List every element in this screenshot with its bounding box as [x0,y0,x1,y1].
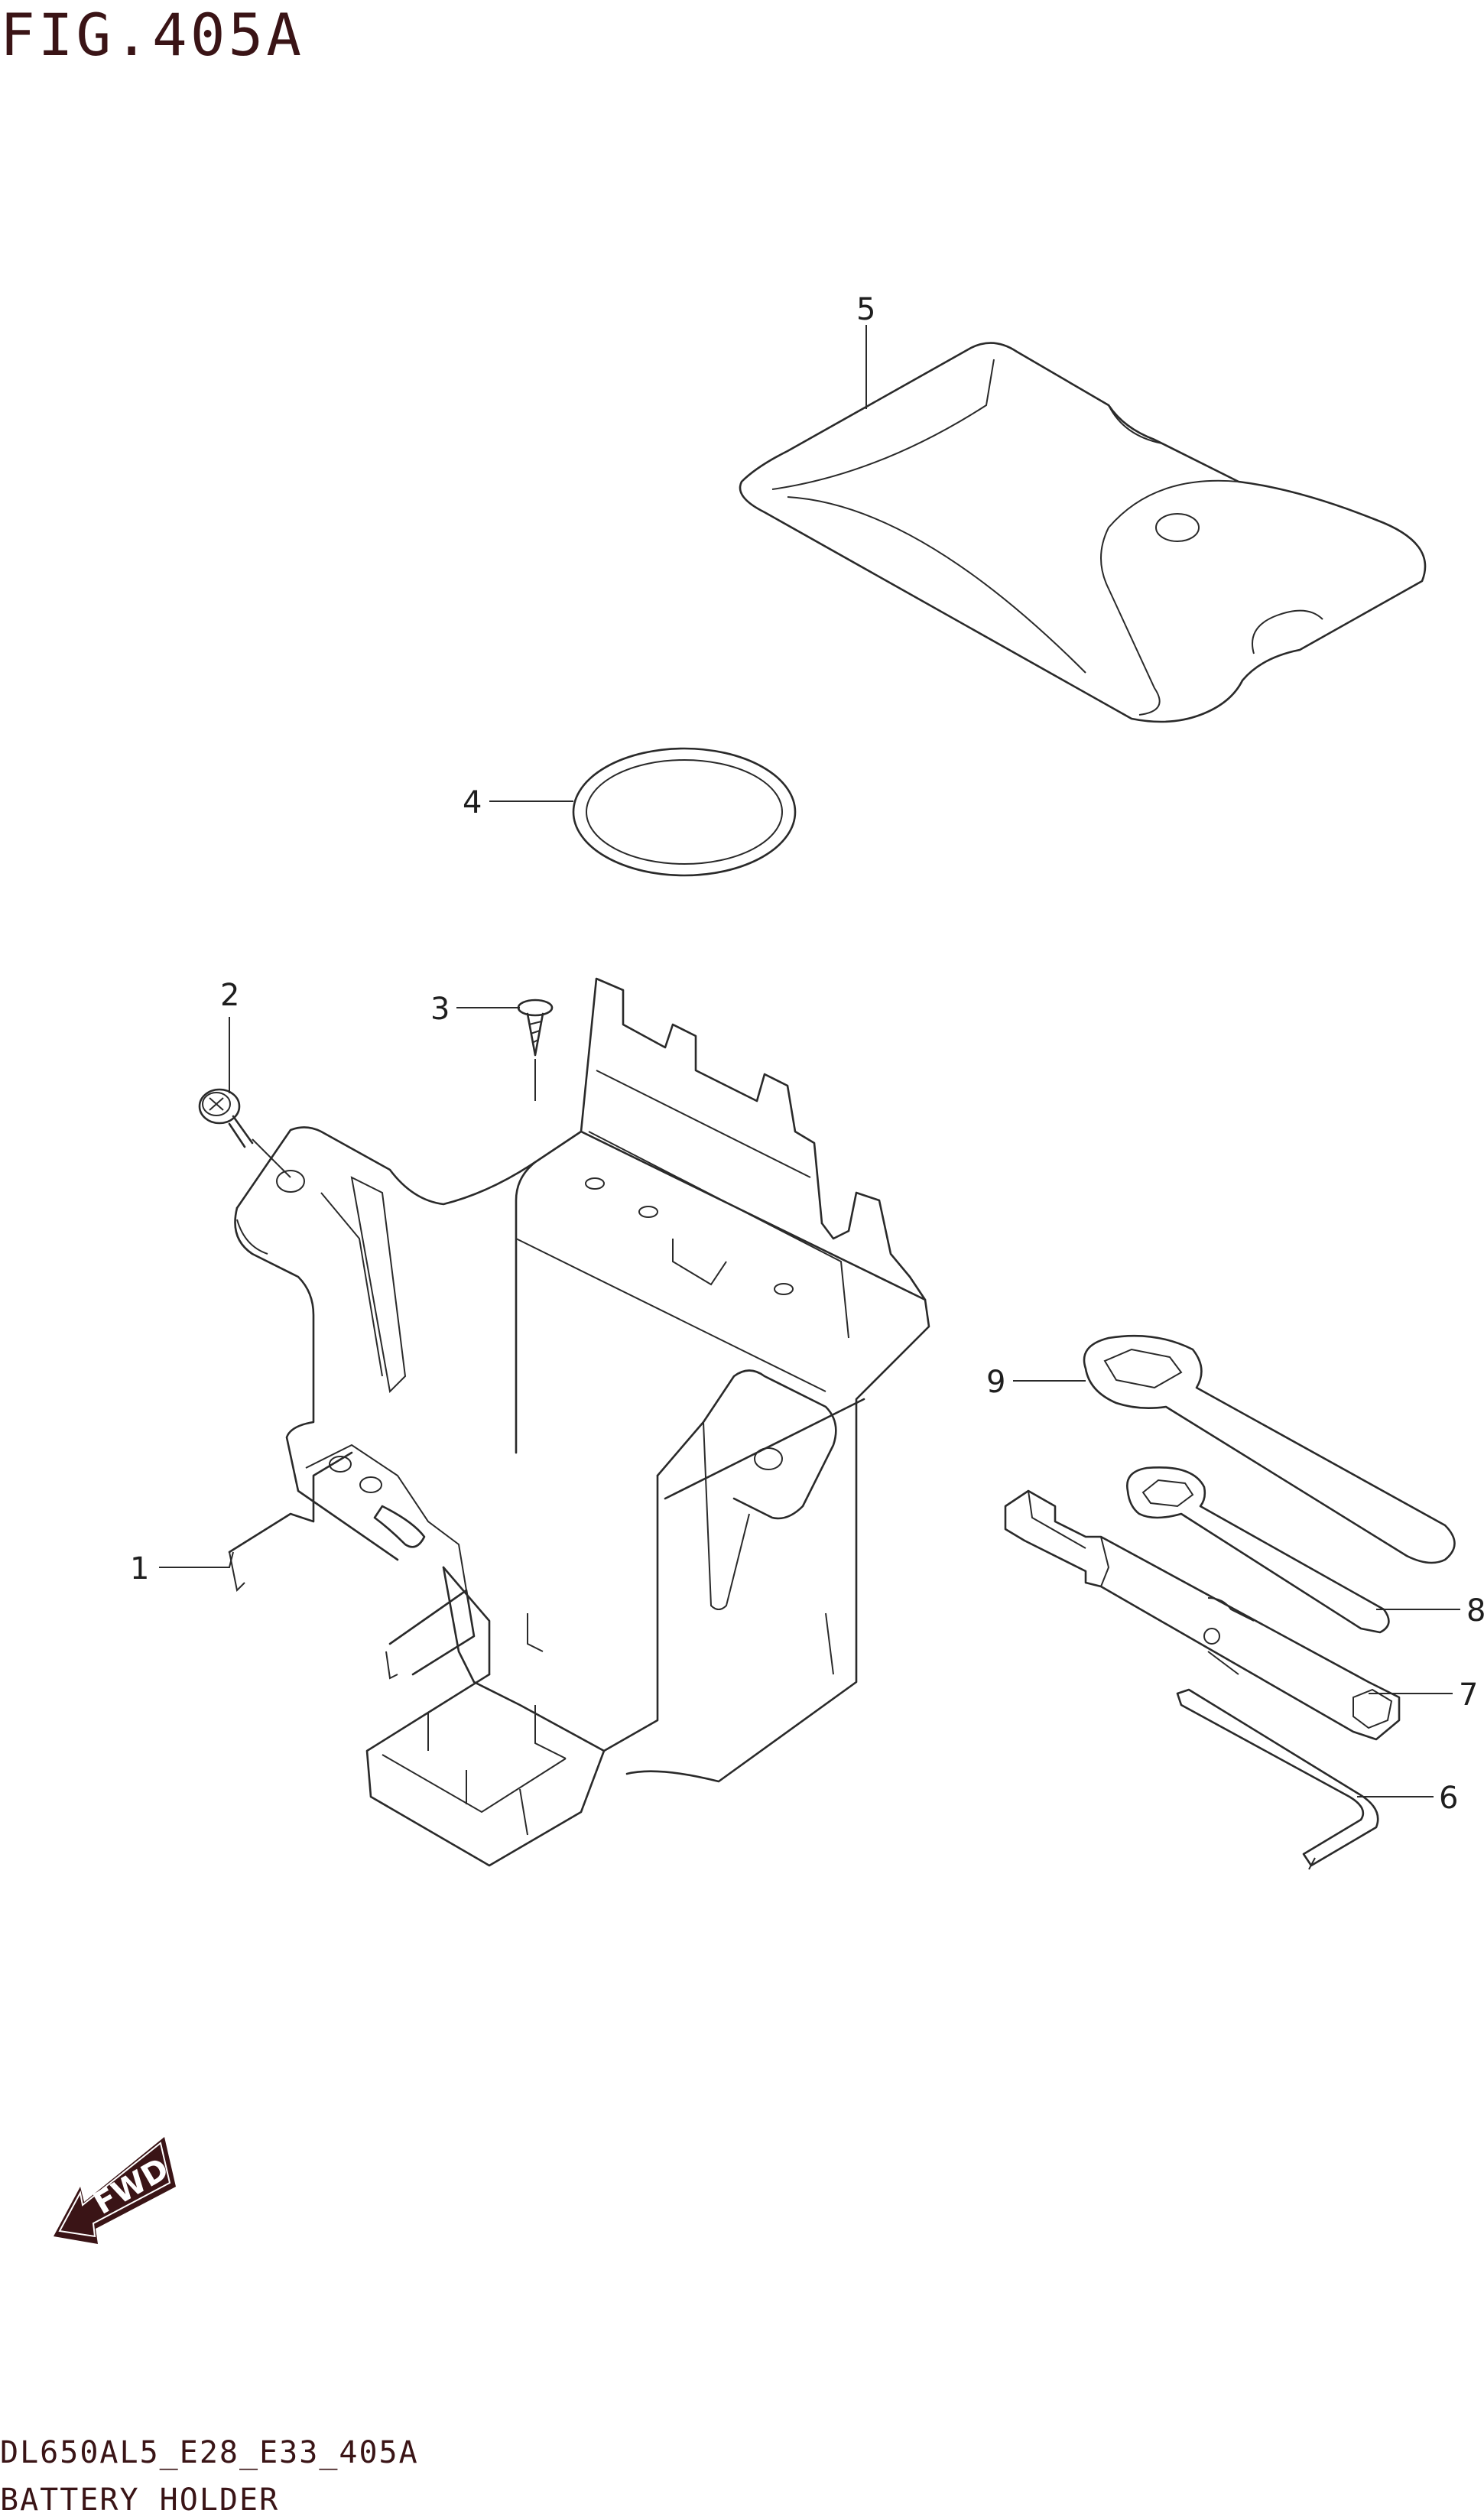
fwd-arrow-icon [54,2137,176,2244]
fwd-label: FWD [88,2151,175,2222]
leader-lines [159,325,1460,1797]
rubber-band-part-4 [572,747,797,877]
callout-9: 9 [986,1365,1006,1400]
hex-key-part-6 [1176,1688,1379,1870]
callout-8: 8 [1466,1593,1484,1629]
socket-wrench-part-7 [1004,1489,1401,1741]
callout-2: 2 [220,978,240,1013]
callout-1: 1 [130,1551,150,1586]
callout-6: 6 [1439,1781,1459,1816]
box-wrench-part-9 [1083,1334,1456,1564]
box-wrench-part-8 [1126,1466,1390,1634]
callout-3: 3 [430,992,450,1027]
callout-4: 4 [463,785,482,820]
callout-5: 5 [856,292,876,327]
model-code: DL650AL5_E28_E33_405A [0,2435,419,2470]
battery-holder-part-1 [228,977,930,1867]
section-subtitle: BATTERY HOLDER [0,2483,280,2518]
screw-part-2 [198,1088,291,1178]
figure-title: FIG.405A [0,1,305,69]
callout-7: 7 [1459,1677,1479,1713]
tool-bag-part-5 [739,342,1427,723]
tapping-screw-part-3 [517,999,554,1101]
